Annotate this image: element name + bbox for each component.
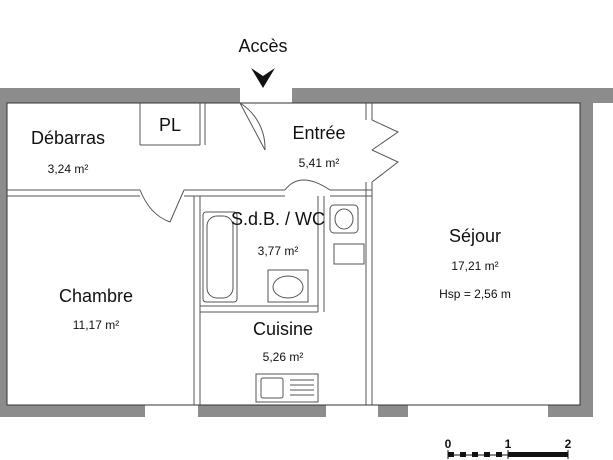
watermark-logo: leboncoin — [10, 9, 70, 25]
room-area-entree: 5,41 m² — [299, 156, 340, 170]
entrance-arrow-icon — [251, 68, 275, 88]
kitchen-sink — [255, 373, 319, 403]
room-name-placard: PL — [159, 115, 181, 135]
doors — [139, 102, 400, 223]
room-name-debarras: Débarras — [31, 128, 105, 148]
room-area-sdb: 3,77 m² — [258, 244, 299, 258]
interior-walls — [7, 103, 373, 405]
room-height-sejour: Hsp = 2,56 m — [439, 287, 511, 301]
room-area-debarras: 3,24 m² — [48, 162, 89, 176]
scale-label-0: 0 — [445, 437, 452, 451]
room-area-cuisine: 5,26 m² — [263, 350, 304, 364]
scale-label-2: 2 — [565, 437, 572, 451]
bathroom-fixtures — [202, 204, 365, 303]
room-area-chambre: 11,17 m² — [73, 318, 119, 332]
room-area-sejour: 17,21 m² — [451, 259, 498, 273]
room-name-entree: Entrée — [292, 123, 345, 143]
outer-walls — [0, 88, 613, 417]
scale-bar: 0 1 2 — [445, 437, 572, 459]
entrance-label: Accès — [238, 36, 287, 56]
room-name-cuisine: Cuisine — [253, 319, 313, 339]
scale-label-1: 1 — [505, 437, 512, 451]
shower-tray — [333, 243, 365, 265]
room-name-sejour: Séjour — [449, 226, 501, 246]
room-name-sdb: S.d.B. / WC — [231, 209, 325, 229]
room-name-chambre: Chambre — [59, 286, 133, 306]
